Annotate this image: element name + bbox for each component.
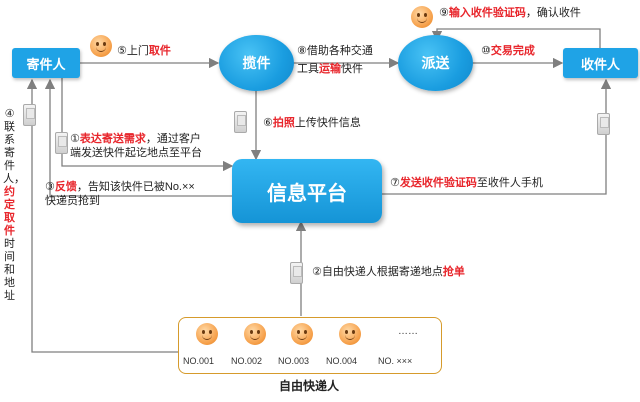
courier-3-id: NO.003 — [278, 356, 310, 366]
step9-text: ，确认收件 — [525, 7, 581, 19]
step6-text: 上传快件信息 — [294, 117, 361, 129]
step4-highlight: 约定取件 — [4, 186, 15, 237]
step3-text: ，告知该快件已被No.×× — [76, 181, 195, 193]
pickup-phone-icon — [234, 111, 247, 133]
step8-label: ⑧借助各种交通 工具运输快件 — [297, 44, 373, 76]
step2-highlight: 抢单 — [442, 266, 465, 278]
arrow-request — [61, 78, 234, 172]
step8-highlight: 运输 — [319, 63, 341, 75]
step10-highlight: 交易完成 — [490, 45, 535, 57]
step4-label: ④联系寄件人，约定取件时间和地址 — [3, 108, 25, 303]
step9-label: ⑨输入收件验证码，确认收件 — [439, 6, 581, 20]
step7-num: ⑦ — [390, 177, 400, 189]
step10-label: ⑩交易完成 — [481, 44, 535, 58]
step1-label: ①表达寄送需求，通过客户 端发送快件起讫地点至平台 — [70, 132, 202, 160]
step9-num: ⑨ — [439, 7, 449, 19]
step6-highlight: 拍照 — [272, 117, 295, 129]
arrow-confirm — [431, 28, 601, 49]
step3-label: ③反馈，告知该快件已被No.×× 快递员抢到 — [45, 180, 195, 208]
step4-text: ④联系寄件人， — [3, 108, 25, 185]
step8-text-end: 快件 — [341, 63, 363, 75]
pickup-node: 揽件 — [219, 35, 294, 91]
sender-node: 寄件人 — [12, 48, 80, 78]
courier-3-face-icon — [291, 323, 313, 345]
step6-label: ⑥拍照上传快件信息 — [263, 116, 361, 130]
courier-2-id: NO.002 — [231, 356, 263, 366]
step1-highlight: 表达寄送需求 — [79, 133, 146, 145]
request-phone-icon — [55, 132, 68, 154]
arrow-contact — [26, 78, 178, 353]
step7-label: ⑦发送收件验证码至收件人手机 — [390, 176, 543, 190]
courier-4-id: NO.004 — [326, 356, 358, 366]
courier-1-id: NO.001 — [183, 356, 215, 366]
step5-label: ⑤上门取件 — [117, 44, 171, 58]
receiver-node: 收件人 — [563, 48, 638, 78]
step3-highlight: 反馈 — [54, 181, 77, 193]
sender-phone-icon — [23, 104, 36, 126]
step6-num: ⑥ — [263, 117, 273, 129]
step10-num: ⑩ — [481, 45, 491, 57]
delivery-node: 派送 — [398, 35, 473, 91]
step9-highlight: 输入收件验证码 — [448, 7, 526, 19]
courier-group-title: 自由快递人 — [279, 379, 340, 393]
step5-text: ⑤上门 — [117, 45, 149, 57]
courier-phone-icon — [290, 262, 303, 284]
courier-1-face-icon — [196, 323, 218, 345]
step7-text: 至收件人手机 — [476, 177, 543, 189]
step1-text: ，通过客户 — [145, 133, 201, 145]
receiver-phone-icon — [597, 113, 610, 135]
step5-highlight: 取件 — [148, 45, 171, 57]
courier-2-face-icon — [244, 323, 266, 345]
step3-line2: 快递员抢到 — [45, 195, 100, 207]
step8-text: 工具 — [297, 63, 319, 75]
step1-line2: 端发送快件起讫地点至平台 — [70, 147, 202, 159]
step3-num: ③ — [45, 181, 55, 193]
courier-n-id: NO. ××× — [378, 356, 413, 366]
receiver-face-icon — [411, 6, 433, 28]
info-platform-node: 信息平台 — [232, 159, 382, 223]
step4-text-end: 时间和地址 — [4, 238, 15, 302]
sender-face-icon — [90, 35, 112, 57]
step2-text: ②自由快递人根据寄递地点 — [312, 266, 443, 278]
step1-num: ① — [70, 133, 80, 145]
arrow-feedback — [44, 78, 232, 197]
courier-group — [178, 317, 442, 374]
courier-4-face-icon — [339, 323, 361, 345]
courier-ellipsis: …… — [398, 326, 418, 337]
step7-highlight: 发送收件验证码 — [399, 177, 477, 189]
step2-label: ②自由快递人根据寄递地点抢单 — [312, 265, 465, 279]
step8-line1: ⑧借助各种交通 — [297, 45, 373, 57]
